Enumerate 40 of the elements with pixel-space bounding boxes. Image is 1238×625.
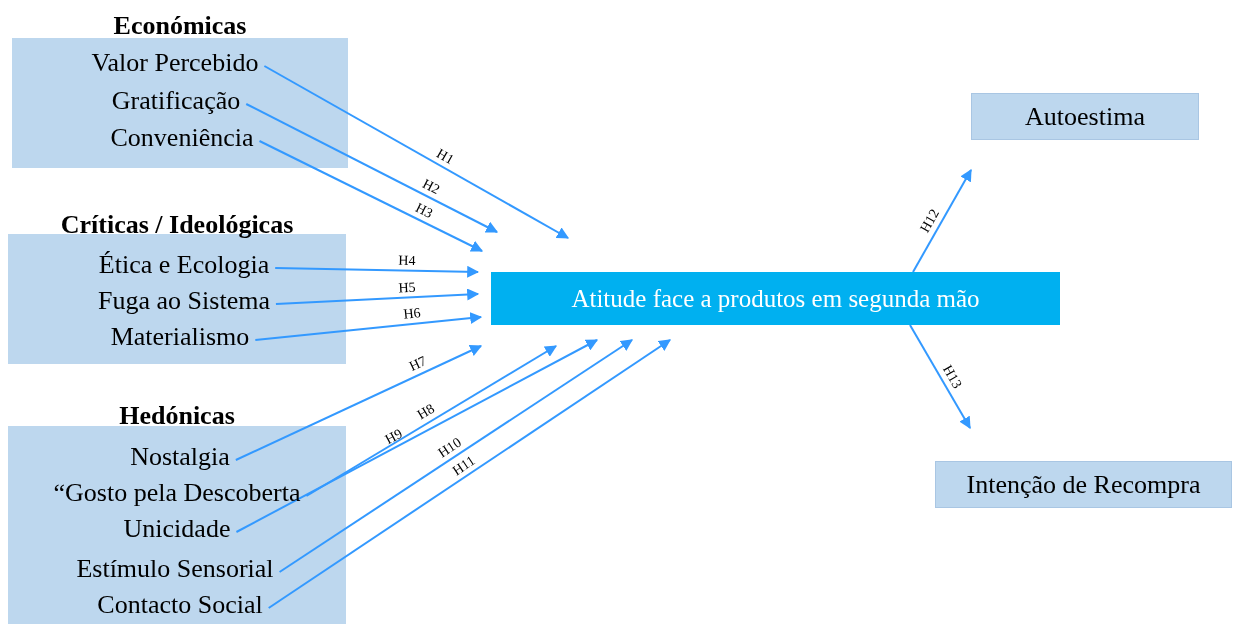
- factor-label: Gratificação: [111, 86, 241, 116]
- factor-label: Contacto Social: [97, 590, 263, 620]
- group-heading: Hedónicas: [118, 402, 236, 430]
- arrow: [909, 324, 971, 430]
- arrow: [274, 288, 480, 305]
- edge-label: H5: [397, 280, 416, 295]
- arrow: [235, 339, 599, 533]
- arrow: [254, 312, 483, 341]
- edge-label: H6: [403, 306, 422, 322]
- arrow: [267, 339, 671, 609]
- concept-box: Intenção de Recompra: [935, 461, 1232, 508]
- edge-label: H2: [420, 177, 443, 198]
- edge-label: H8: [415, 402, 437, 423]
- edge-label: H7: [407, 354, 429, 375]
- group-heading: Críticas / Ideológicas: [59, 211, 295, 239]
- edge-label: H1: [434, 146, 457, 168]
- edge-label: H12: [918, 207, 943, 236]
- group-heading: Económicas: [112, 12, 248, 40]
- arrow: [234, 345, 483, 461]
- factor-label: Ética e Ecologia: [98, 250, 270, 280]
- arrow: [274, 265, 480, 278]
- arrow: [912, 168, 972, 273]
- factor-label: Materialismo: [110, 322, 250, 352]
- factor-label: Nostalgia: [130, 442, 230, 472]
- arrow: [258, 140, 484, 252]
- factor-label: Estímulo Sensorial: [76, 554, 274, 584]
- edge-label: H4: [398, 253, 416, 268]
- factor-label: Unicidade: [123, 514, 231, 544]
- factor-label: Valor Percebido: [91, 48, 259, 78]
- arrow: [263, 65, 570, 239]
- arrow: [278, 339, 633, 573]
- concept-box: Atitude face a produtos em segunda mão: [491, 272, 1060, 325]
- arrow: [245, 103, 499, 233]
- edge-label: H3: [413, 201, 435, 222]
- concept-box: Autoestima: [971, 93, 1199, 140]
- arrow: [305, 345, 558, 497]
- edge-label: H9: [383, 426, 405, 447]
- factor-label: Fuga ao Sistema: [98, 286, 270, 316]
- factor-label: Conveniência: [110, 123, 254, 153]
- factor-label: “Gosto pela Descoberta: [53, 478, 301, 508]
